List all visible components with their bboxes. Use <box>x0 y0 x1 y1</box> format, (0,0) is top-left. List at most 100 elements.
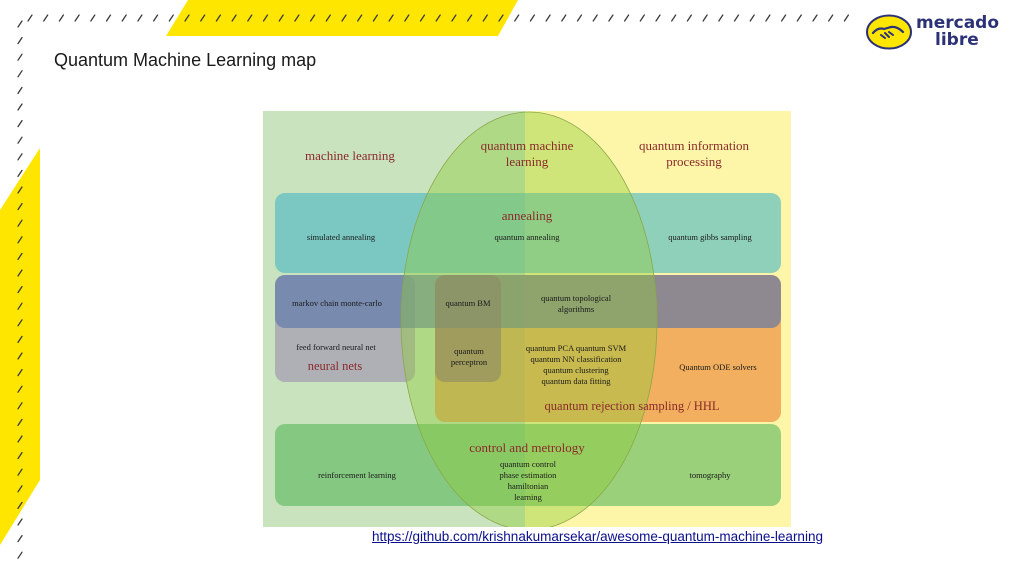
yellow-top-band <box>166 0 518 36</box>
yellow-left-band <box>0 148 40 545</box>
decorative-slash <box>17 368 23 377</box>
control-metrology-label: control and metrology <box>469 440 585 455</box>
mcmc-label: markov chain monte-carlo <box>292 298 382 308</box>
quantum-perceptron-label-2: perceptron <box>451 357 488 367</box>
decorative-slash <box>17 534 23 543</box>
decorative-slash <box>294 14 300 22</box>
decorative-slash <box>749 14 755 22</box>
decorative-slash <box>451 14 457 22</box>
learning-label: learning <box>514 492 543 502</box>
decorative-slash <box>262 14 269 22</box>
decorative-slash <box>404 14 410 22</box>
decorative-slash <box>341 14 347 22</box>
decorative-slash <box>17 186 23 194</box>
feed-forward-label: feed forward neural net <box>296 342 376 352</box>
quantum-clustering-label: quantum clustering <box>543 365 609 375</box>
decorative-slash <box>17 252 23 261</box>
decorative-slash <box>17 119 23 128</box>
decorative-slash <box>17 335 23 344</box>
decorative-slash <box>545 14 551 22</box>
quantum-nn-label: quantum NN classification <box>530 354 622 364</box>
decorative-slash <box>514 14 520 22</box>
qml-label-line-2: learning <box>506 154 549 169</box>
quantum-annealing-label: quantum annealing <box>495 232 561 242</box>
decorative-slash <box>17 485 23 493</box>
decorative-slash <box>17 319 23 327</box>
quantum-control-label: quantum control <box>500 459 557 469</box>
decorative-slash <box>466 14 473 22</box>
decorative-slash <box>309 14 316 22</box>
quantum-topological-label-2: algorithms <box>558 304 594 314</box>
decorative-slash <box>812 14 818 22</box>
quantum-bm-box <box>435 275 501 382</box>
quantum-gibbs-label: quantum gibbs sampling <box>668 232 752 242</box>
decorative-slash <box>671 14 677 22</box>
decorative-slash <box>184 14 190 22</box>
decorative-slash <box>17 20 23 28</box>
quantum-bm-label: quantum BM <box>445 298 491 308</box>
decorative-slash <box>17 86 23 95</box>
decorative-slash <box>17 385 23 393</box>
handshake-icon <box>866 14 912 50</box>
quantum-machine-learning-ellipse <box>400 111 658 527</box>
logo-wordmark: mercado libre <box>916 15 999 49</box>
decorative-slash <box>529 14 536 22</box>
decorative-slash <box>17 468 23 476</box>
decorative-slash <box>686 14 693 22</box>
decorative-slash <box>43 14 49 22</box>
decorative-slash <box>74 14 80 22</box>
decorative-slash <box>608 14 614 22</box>
decorative-slash <box>718 14 724 22</box>
annealing-label: annealing <box>502 208 553 223</box>
decorative-slash <box>278 14 284 22</box>
decorative-slash <box>828 14 834 22</box>
qip-label-line-1: quantum information <box>639 138 750 153</box>
quantum-perceptron-label-1: quantum <box>454 346 484 356</box>
qml-venn-diagram: machine learning quantum machine learnin… <box>263 111 791 527</box>
decorative-slash <box>357 14 363 22</box>
decorative-slash <box>17 153 23 161</box>
decorative-slash <box>780 14 787 22</box>
decorative-slash <box>498 14 504 22</box>
logo-line-2: libre <box>935 30 979 50</box>
decorative-slash <box>17 219 23 227</box>
decorative-slash <box>231 14 237 22</box>
decorative-slash <box>137 14 143 22</box>
decorative-slash <box>733 14 740 22</box>
decorative-slash <box>435 14 441 22</box>
qip-label-line-2: processing <box>666 154 722 169</box>
decorative-slash <box>325 14 331 22</box>
decorative-slash <box>17 418 23 427</box>
decorative-slash <box>765 14 771 22</box>
quantum-topological-label-1: quantum topological <box>541 293 612 303</box>
slide-title: Quantum Machine Learning map <box>54 50 317 70</box>
qml-label-line-1: quantum machine <box>481 138 574 153</box>
decorative-slash <box>27 14 33 22</box>
decorative-slash <box>17 136 23 144</box>
decorative-slash <box>17 36 23 45</box>
decorative-slash <box>121 14 127 22</box>
decorative-slash <box>17 236 23 244</box>
rejection-sampling-label: quantum rejection sampling / HHL <box>545 399 720 413</box>
decorative-slash <box>17 169 23 178</box>
decorative-slash <box>17 501 23 510</box>
quantum-ode-label: Quantum ODE solvers <box>679 362 756 372</box>
quantum-data-fitting-label: quantum data fitting <box>542 376 612 386</box>
markov-chain-band <box>275 275 781 328</box>
github-source-link[interactable]: https://github.com/krishnakumarsekar/awe… <box>372 529 823 544</box>
machine-learning-label: machine learning <box>305 148 395 163</box>
decorative-slash <box>58 14 65 22</box>
decorative-slash <box>843 14 850 22</box>
decorative-slash <box>702 14 708 22</box>
decorative-slash <box>168 14 174 22</box>
decorative-slash <box>200 14 206 22</box>
decorative-slash <box>17 285 23 294</box>
decorative-slash <box>561 14 567 22</box>
decorative-slash <box>247 14 253 22</box>
decorative-slash <box>17 518 23 526</box>
decorative-slash <box>90 14 96 22</box>
decorative-slash <box>796 14 802 22</box>
decorative-slash <box>623 14 630 22</box>
decorative-slash <box>388 14 394 22</box>
